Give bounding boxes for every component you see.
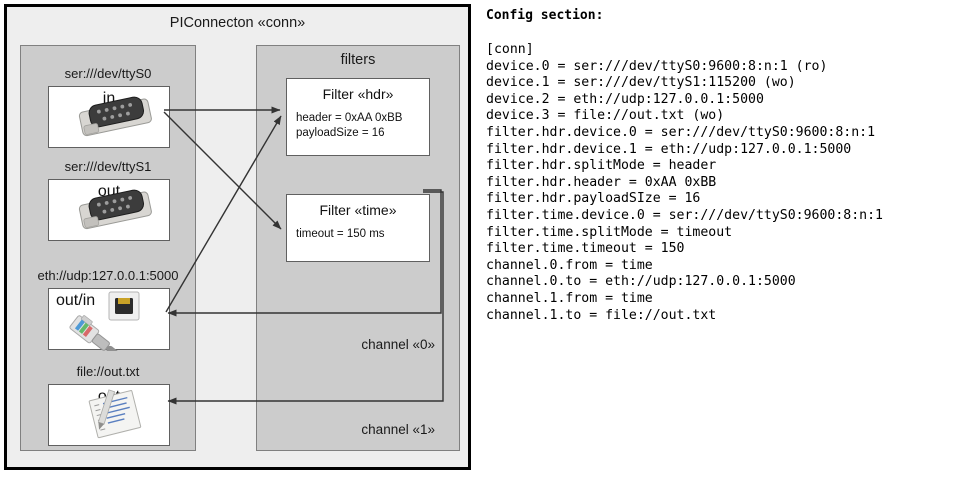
channel-label-1: channel «1» <box>361 422 435 437</box>
filter-title-hdr: Filter «hdr» <box>322 86 394 102</box>
filter-title-time: Filter «time» <box>319 202 397 218</box>
device-label-eth: eth://udp:127.0.0.1:5000 <box>37 268 179 283</box>
filter-props-time: timeout = 150 ms <box>296 228 385 240</box>
config-section-body: [conn] device.0 = ser:///dev/ttyS0:9600:… <box>486 42 883 323</box>
ethernet-connector-icon <box>69 291 140 351</box>
serial-connector-icon <box>78 189 152 230</box>
device-direction-eth: out/in <box>56 292 96 309</box>
device-box-ttyS1[interactable]: out <box>48 179 170 241</box>
serial-connector-icon <box>78 96 152 137</box>
filters-panel: filters Filter «hdr» header = 0xAA 0xBB … <box>256 45 460 451</box>
devices-panel: ser:///dev/ttyS0 in <box>20 45 196 451</box>
device-box-file[interactable]: out <box>48 384 170 446</box>
filter-card-hdr[interactable]: Filter «hdr» header = 0xAA 0xBB payloadS… <box>286 78 430 156</box>
device-box-eth[interactable]: out/in <box>48 288 170 351</box>
device-label-ttyS1: ser:///dev/ttyS1 <box>64 159 152 174</box>
device-label-file: file://out.txt <box>76 364 140 379</box>
connection-diagram: PIConnecton «conn» ser:///dev/ttyS0 in <box>0 0 478 484</box>
piconnecton-container: PIConnecton «conn» ser:///dev/ttyS0 in <box>4 4 471 470</box>
device-label-ttyS0: ser:///dev/ttyS0 <box>64 66 152 81</box>
filter-props-hdr: header = 0xAA 0xBB payloadSize = 16 <box>296 112 403 139</box>
config-section: Config section: [conn] device.0 = ser://… <box>484 0 964 484</box>
device-box-ttyS0[interactable]: in <box>48 86 170 148</box>
piconnecton-title: PIConnecton «conn» <box>169 15 306 31</box>
text-file-icon <box>88 389 142 439</box>
channel-label-0: channel «0» <box>361 337 435 352</box>
config-section-heading: Config section: <box>486 8 604 23</box>
filters-panel-title: filters <box>340 52 376 68</box>
filter-card-time[interactable]: Filter «time» timeout = 150 ms <box>286 194 430 262</box>
